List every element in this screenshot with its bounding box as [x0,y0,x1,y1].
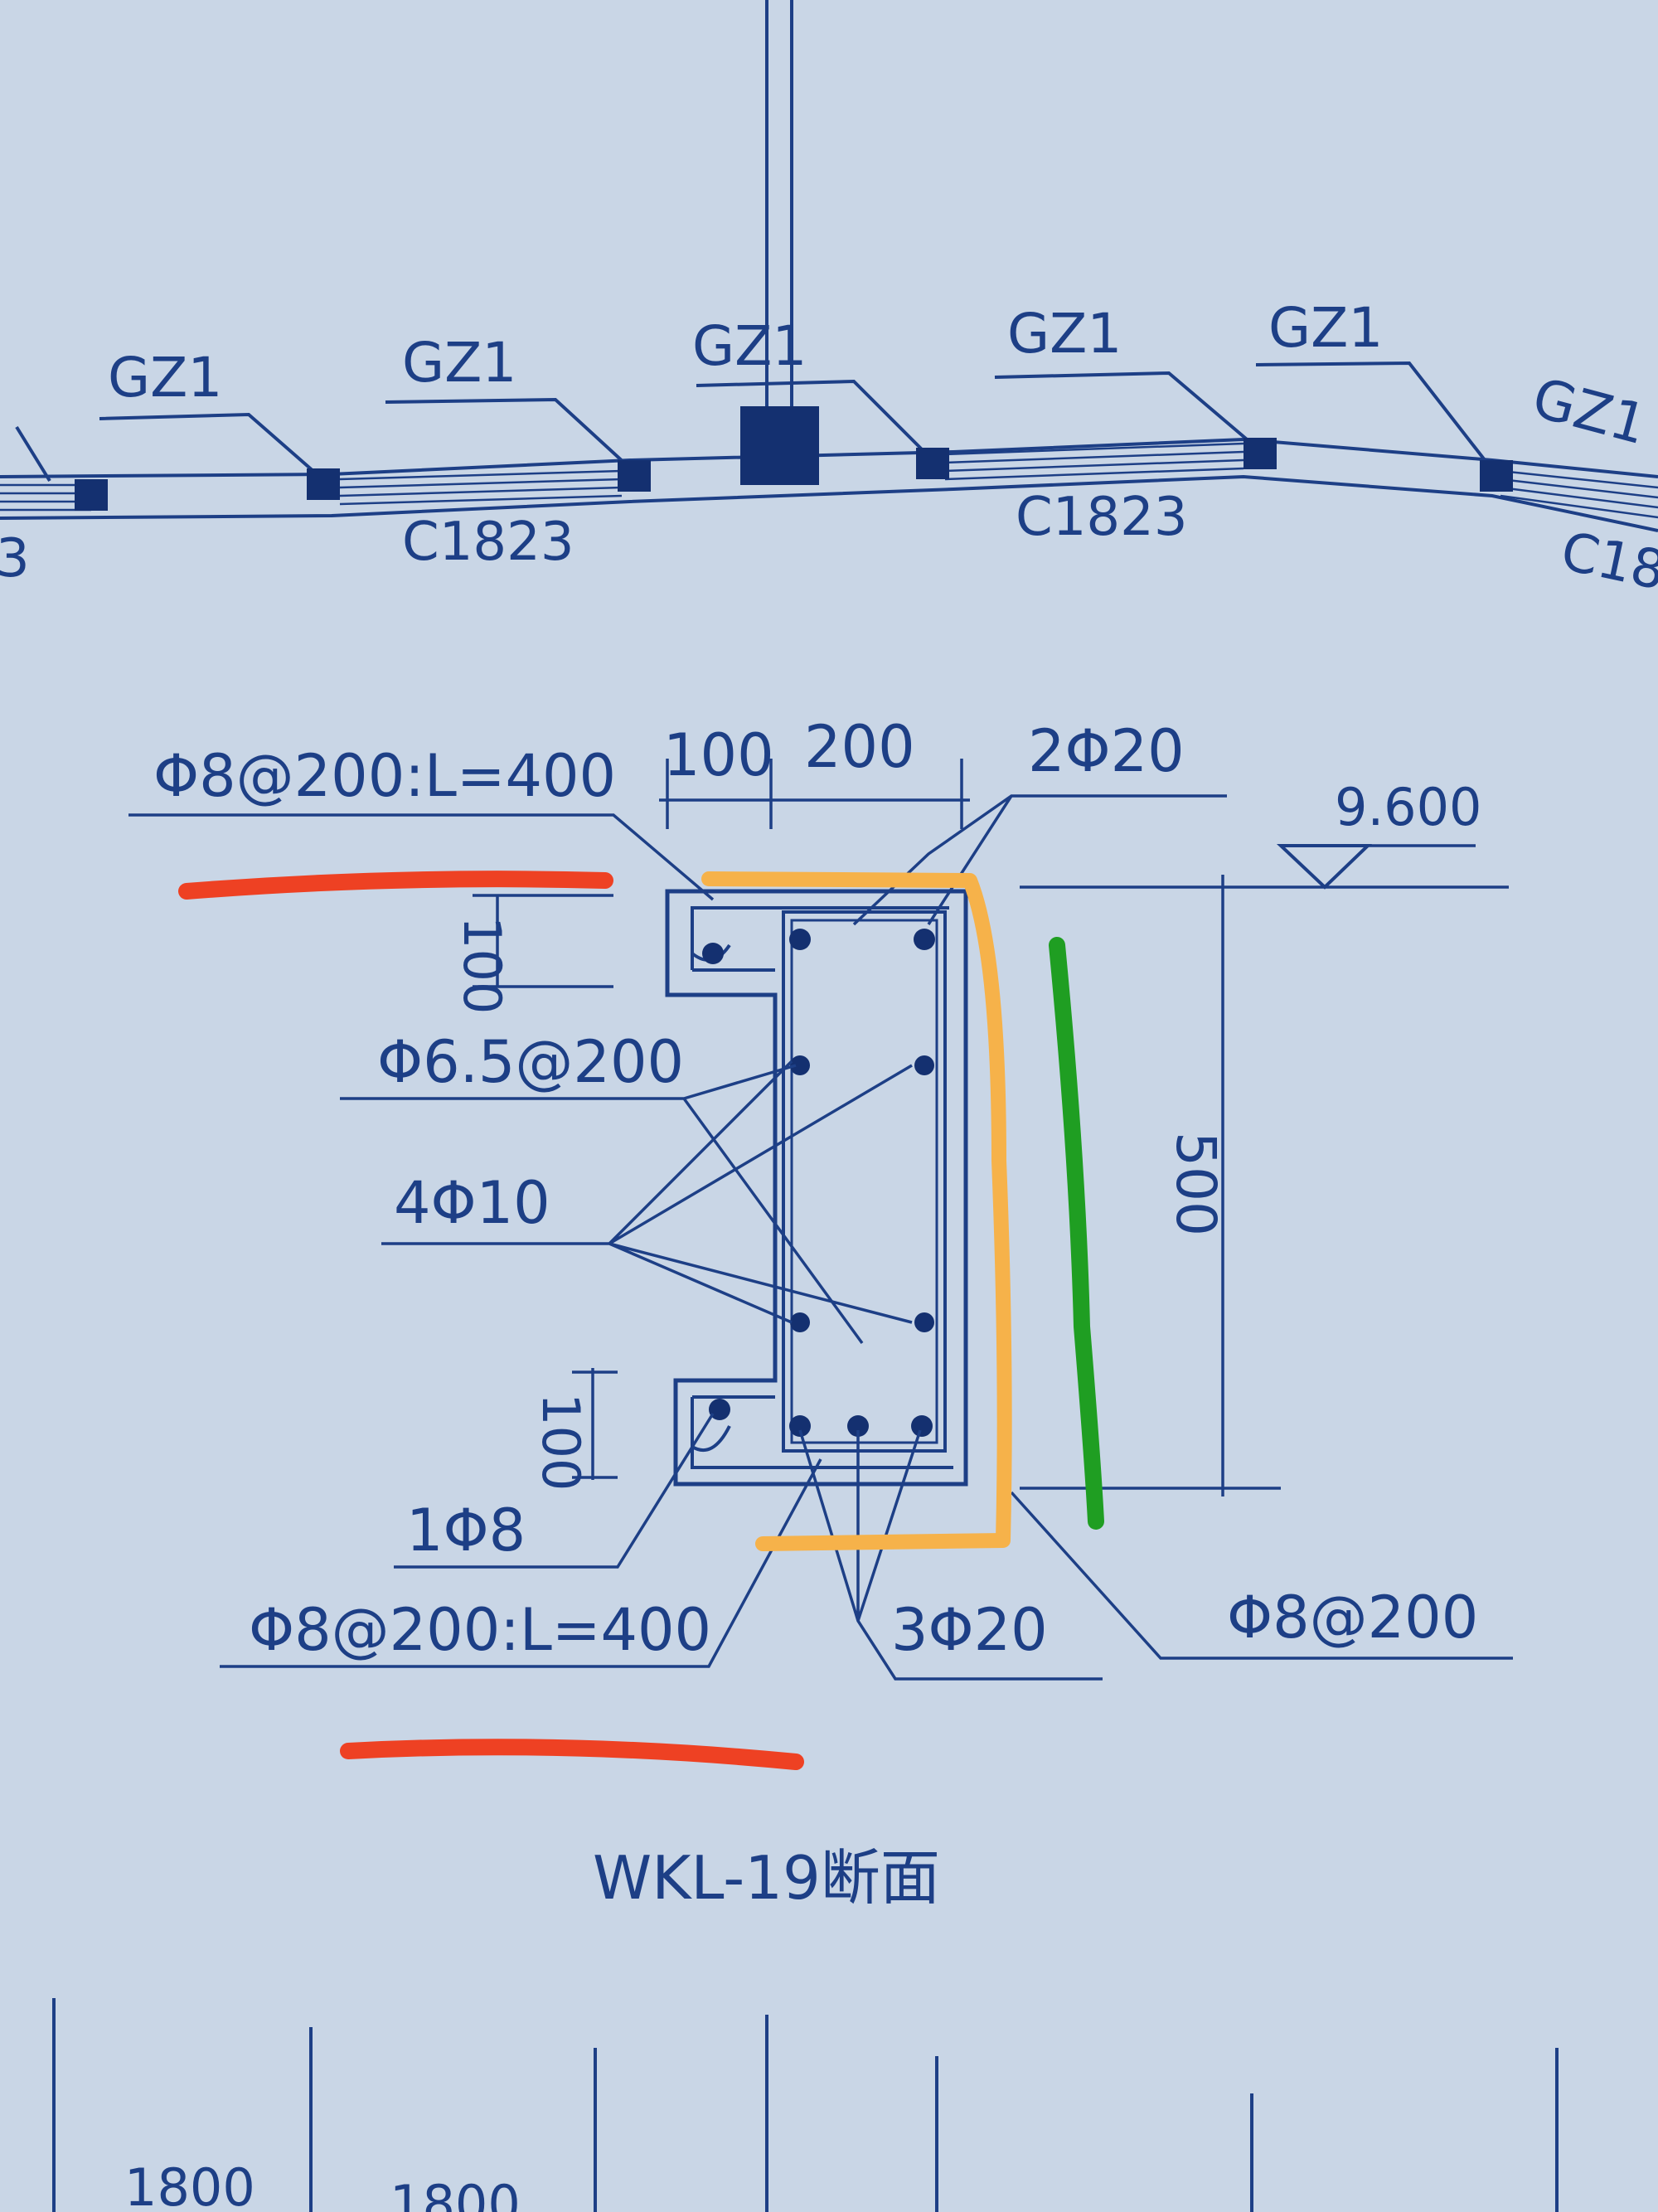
column-tag: GZ1 [108,346,222,410]
dim-height: 500 [1164,1132,1228,1236]
dim-top-left: 100 [663,721,774,789]
side-bar [914,1055,934,1075]
column-block-2 [307,468,340,500]
main-stirrup [782,910,947,1453]
stirrups-label: Φ6.5@200 [377,1028,684,1096]
window-tag: 3 [0,528,30,589]
top-bars-label: 2Φ20 [1028,717,1185,785]
bottom-bar [911,1415,933,1437]
column-block-5 [1244,438,1277,469]
column-tags: GZ1 GZ1 GZ1 GZ1 GZ1 GZ1 [108,296,1653,457]
window-tag: C1823 [1016,487,1188,548]
side-bar [914,1312,934,1332]
column-block-main [740,406,819,485]
gz1-leader-5 [994,371,1253,445]
side-bars-label: 4Φ10 [394,1169,550,1237]
top-bar [914,929,935,950]
gz1-leader-3 [385,397,628,466]
column-block-3 [618,460,651,492]
elevation-label: 9.600 [1335,777,1482,837]
bottom-left-label: Φ8@200:L=400 [249,1596,711,1664]
gz1-leader-6 [1255,361,1490,466]
column-tag: GZ1 [692,314,807,378]
window-tag: C1823 [402,512,574,573]
flange-bottom-bar [691,1395,953,1469]
dim-top-right: 200 [804,713,915,781]
dimension-lines [473,759,1509,1496]
leader-top-left-label [128,813,715,901]
beam-section [665,889,968,1487]
red-underline-bottom [340,1739,804,1770]
orange-bracket [701,871,1012,1551]
side-bar [790,1055,810,1075]
bottom-bar [847,1415,869,1437]
section-leaders [128,794,1513,1681]
window-hatch-4 [1500,469,1658,519]
dim-flange-top: 100 [452,916,512,1014]
green-line [1049,937,1104,1530]
red-underline-top [178,871,613,900]
bottom-bar [789,1415,811,1437]
bottom-dim: 1800 [390,2174,521,2212]
leader-side-bars [381,1060,913,1324]
leader-stirrups [340,1064,864,1345]
leader-bottom-bars [798,1429,1103,1681]
leader-bottom-left-label [220,1458,822,1668]
bottom-dims: 1800 1800 [124,2157,521,2212]
dim-flange-bottom: 100 [531,1393,591,1491]
rebar-dots [702,929,935,1437]
section-title: WKL-19断面 [593,1843,940,1913]
window-hatch-3 [944,442,1244,481]
bottom-dim: 1800 [124,2157,255,2212]
top-left-label: Φ8@200:L=400 [153,742,616,810]
column-block-1 [75,479,108,511]
window-hatch-2 [339,469,623,506]
elevation-triangle [1276,844,1372,890]
column-block-6 [1480,460,1513,492]
gz1-leader-4 [696,379,926,454]
top-bar [789,929,811,950]
wall-outline-bottom [0,474,1658,532]
column-tag: GZ1 [1007,302,1122,366]
flange-hook-bottom [691,1425,731,1452]
section-outline [665,889,968,1487]
gz1-leader-1 [15,425,51,483]
column-block-4 [916,448,949,479]
gz1-leader-2 [99,412,317,474]
bottom-right-label: Φ8@200 [1227,1584,1478,1652]
column-tag: GZ1 [1268,296,1383,360]
bottom-strip [52,1998,1559,2212]
leader-bottom-right-label [1010,1491,1513,1660]
section-labels: Φ8@200:L=400 100 200 2Φ20 9.600 100 Φ6.5… [153,713,1482,1913]
flange-bar [702,943,724,964]
leader-flange-bar [394,1413,715,1569]
side-bar [790,1312,810,1332]
marker-annotations [178,871,1104,1770]
column-tag: GZ1 [402,331,516,395]
leader-top-bars [852,794,1227,926]
flange-bar-label: 1Φ8 [406,1496,526,1564]
column-blocks [75,406,1513,511]
bottom-bars-label: 3Φ20 [891,1596,1048,1664]
main-stirrup-inner [790,919,938,1444]
flange-bar [709,1399,730,1420]
flange-top-bar [691,906,949,972]
